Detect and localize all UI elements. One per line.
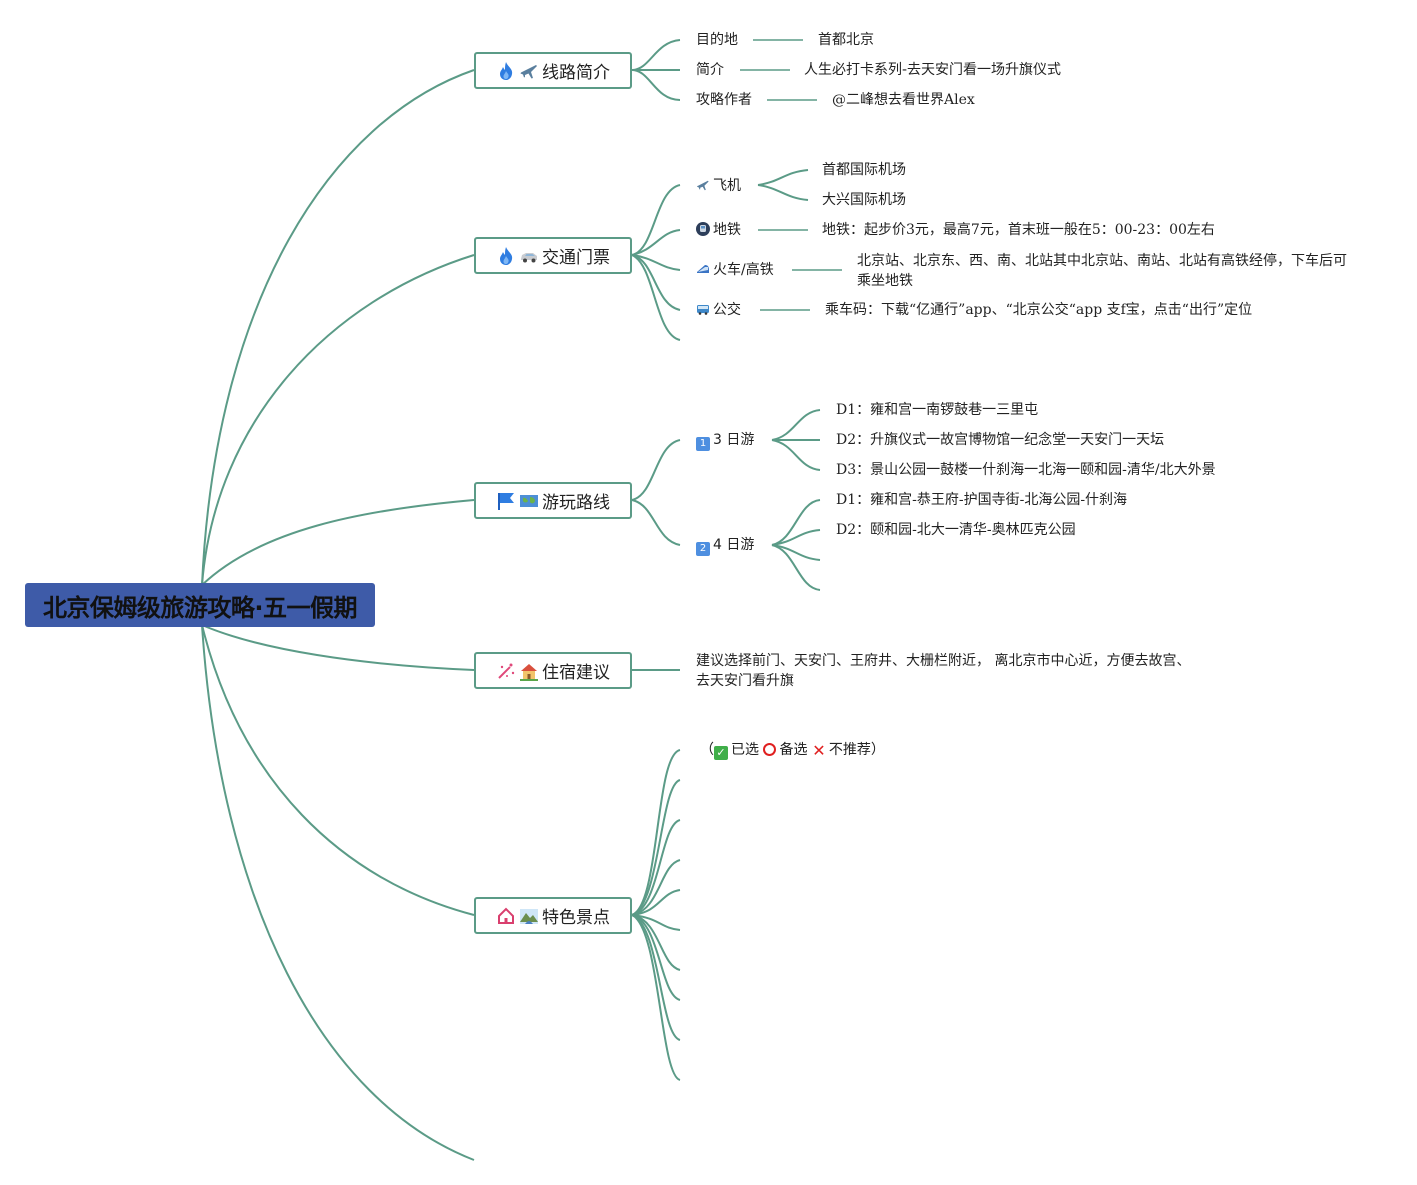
branch-itinerary[interactable]: 游玩路线 (474, 482, 632, 519)
cross-mark-icon: ✕ (812, 741, 826, 760)
branch-label: 游玩路线 (542, 493, 610, 513)
route-3day-d1: D1：雍和宫一南锣鼓巷一三里屯 (836, 402, 1039, 418)
branch-transport[interactable]: 交通门票 (474, 237, 632, 274)
mountain-icon (519, 906, 539, 926)
car-icon (519, 246, 539, 266)
plane-item-daxing: 大兴国际机场 (822, 192, 906, 208)
branch-accommodation[interactable]: 住宿建议 (474, 652, 632, 689)
transport-plane-label: 飞机 (713, 178, 741, 194)
map-icon (519, 491, 539, 511)
house-icon (519, 661, 539, 681)
metro-icon (696, 222, 710, 236)
intro-key-destination: 目的地 (696, 32, 738, 48)
plane-item-capital: 首都国际机场 (822, 162, 906, 178)
fire-icon (496, 61, 516, 81)
route-4day-d2: D2：颐和园-北大一清华-奥林匹克公园 (836, 522, 1076, 538)
intro-value-destination: 首都北京 (818, 32, 874, 48)
branch-label: 住宿建议 (542, 663, 610, 683)
branch-label: 交通门票 (542, 248, 610, 268)
legend-selected: 已选 (731, 742, 759, 758)
intro-value-author: @二峰想去看世界Alex (832, 92, 975, 108)
home-outline-icon (496, 906, 516, 926)
legend-close-paren: ） (870, 742, 885, 758)
route-4day-d1: D1：雍和宫-恭王府-护国寺街-北海公园-什刹海 (836, 492, 1128, 508)
bus-detail: 乘车码：下载“亿通行”app、“北京公交“app 支f宝，点击“出行”定位 (825, 302, 1253, 318)
intro-key-summary: 简介 (696, 62, 724, 78)
branch-label: 线路简介 (542, 63, 610, 83)
sights-legend: （✓已选 备选 ✕不推荐） (700, 740, 885, 760)
route-3day-label: 3 日游 (713, 432, 755, 448)
transport-subway-label: 地铁 (713, 222, 741, 238)
keycap-one-icon: 1 (696, 437, 710, 451)
airplane-icon (696, 178, 710, 192)
route-3day-d2: D2：升旗仪式一故宫博物馆一纪念堂一天安门一天坛 (836, 432, 1165, 448)
subway-detail: 地铁：起步价3元，最高7元，首末班一般在5：00-23：00左右 (822, 222, 1215, 238)
bullet-train-icon (696, 262, 710, 276)
circle-icon (763, 743, 777, 756)
check-mark-icon: ✓ (714, 746, 728, 760)
route-3day-d3: D3：景山公园一鼓楼一什刹海一北海一颐和园-清华/北大外景 (836, 462, 1216, 478)
transport-subway[interactable]: 地铁 (696, 220, 741, 240)
transport-plane[interactable]: 飞机 (696, 176, 741, 196)
root-topic[interactable]: 北京保姆级旅游攻略·五一假期 (25, 583, 375, 627)
train-detail: 北京站、北京东、西、南、北站其中北京站、南站、北站有高铁经停，下车后可乘坐地铁 (857, 253, 1347, 289)
intro-value-summary: 人生必打卡系列-去天安门看一场升旗仪式 (804, 62, 1062, 78)
transport-bus-label: 公交 (713, 302, 741, 318)
legend-backup: 备选 (779, 742, 808, 758)
transport-train[interactable]: 火车/高铁 (696, 260, 774, 280)
stay-detail: 建议选择前门、天安门、王府井、大栅栏附近， 离北京市中心近，方便去故宫、去天安门… (696, 653, 1191, 689)
branch-label: 特色景点 (542, 908, 610, 928)
branch-route-intro[interactable]: 线路简介 (474, 52, 632, 89)
intro-key-author: 攻略作者 (696, 92, 752, 108)
bus-icon (696, 302, 710, 316)
transport-bus[interactable]: 公交 (696, 300, 741, 320)
route-4day-label: 4 日游 (713, 537, 755, 553)
transport-train-label: 火车/高铁 (713, 262, 774, 278)
airplane-icon (519, 61, 539, 81)
legend-not-recommended: 不推荐 (828, 742, 871, 758)
fire-icon (496, 246, 516, 266)
keycap-two-icon: 2 (696, 542, 710, 556)
branch-attractions[interactable]: 特色景点 (474, 897, 632, 934)
legend-open-paren: （ (700, 742, 714, 758)
sparkle-icon (496, 661, 516, 681)
flag-icon (496, 491, 516, 511)
